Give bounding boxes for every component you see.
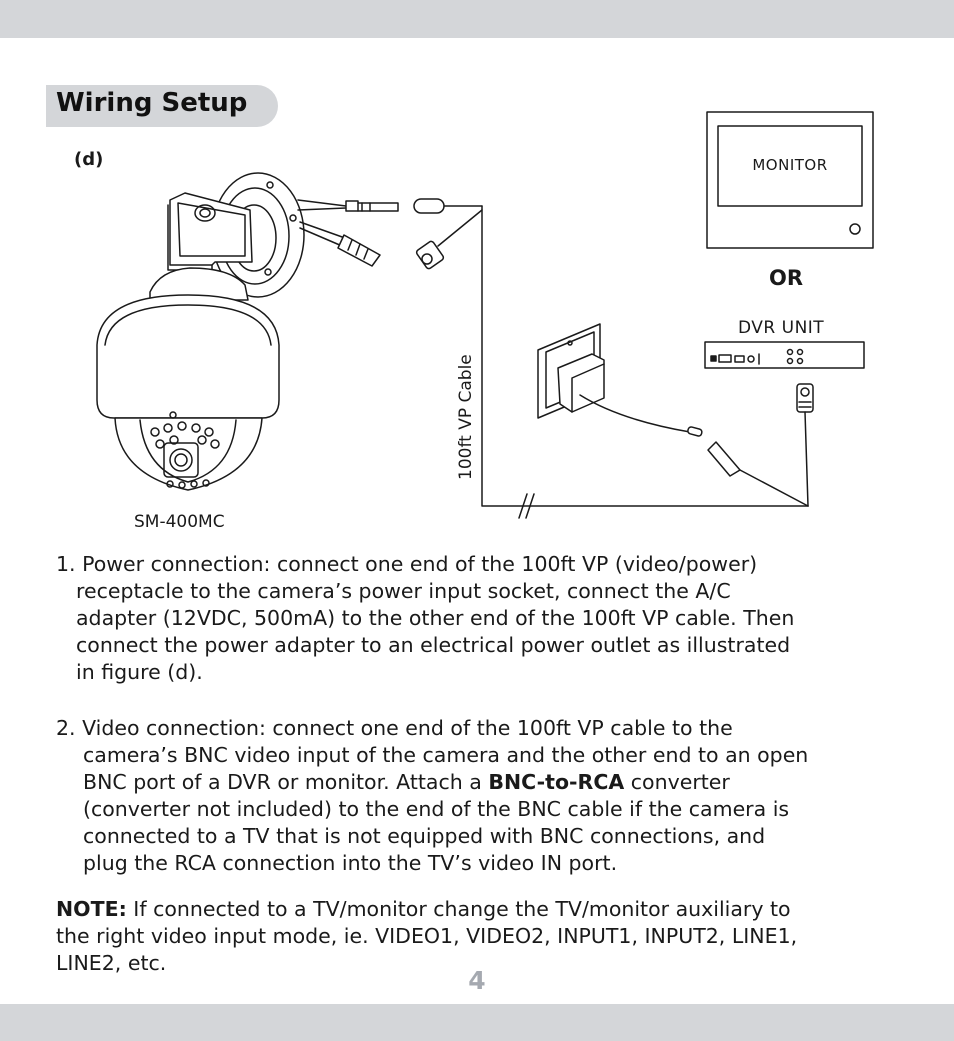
note-paragraph: NOTE: If connected to a TV/monitor chang…	[56, 896, 797, 977]
paragraph-line: LINE2, etc.	[56, 951, 167, 975]
paragraph-line: receptacle to the camera’s power input s…	[76, 579, 731, 603]
or-label: OR	[769, 266, 804, 290]
line-text: converter	[624, 770, 730, 794]
paragraph-line: NOTE: If connected to a TV/monitor chang…	[56, 896, 797, 923]
paragraph-line: 1. Power connection: connect one end of …	[56, 552, 758, 576]
dvr-unit-label: DVR UNIT	[738, 318, 825, 338]
bnc-to-rca-term: BNC-to-RCA	[488, 770, 625, 794]
camera-illustration	[96, 172, 305, 491]
paragraph-line: 2. Video connection: connect one end of …	[56, 716, 733, 740]
paragraph-line: BNC port of a DVR or monitor. Attach a B…	[56, 769, 808, 796]
monitor-label: MONITOR	[752, 156, 828, 174]
line-text: If connected to a TV/monitor change the …	[126, 897, 791, 921]
paragraph-line: in figure (d).	[76, 660, 203, 684]
camera-model-label: SM-400MC	[134, 512, 225, 532]
power-connection-paragraph: 1. Power connection: connect one end of …	[56, 551, 794, 686]
top-band	[0, 0, 954, 38]
paragraph-line: connect the power adapter to an electric…	[76, 633, 791, 657]
paragraph-line: adapter (12VDC, 500mA) to the other end …	[76, 606, 795, 630]
line-text: BNC port of a DVR or monitor. Attach a	[83, 770, 489, 794]
vp-cable-connectors	[413, 198, 483, 270]
paragraph-line: plug the RCA connection into the TV’s vi…	[83, 851, 618, 875]
heading-background	[46, 85, 278, 127]
bottom-band	[0, 1004, 954, 1041]
page-title: Wiring Setup	[56, 88, 248, 118]
monitor-illustration	[706, 111, 874, 249]
paragraph-line: camera’s BNC video input of the camera a…	[83, 743, 809, 767]
power-adapter-illustration	[537, 323, 809, 507]
paragraph-line: connected to a TV that is not equipped w…	[83, 824, 766, 848]
cable-label: 100ft VP Cable	[456, 354, 476, 480]
video-connection-paragraph: 2. Video connection: connect one end of …	[56, 715, 808, 877]
paragraph-line: the right video input mode, ie. VIDEO1, …	[56, 924, 798, 948]
page-number: 4	[468, 966, 486, 995]
note-label: NOTE:	[56, 897, 127, 921]
dvr-unit-illustration	[704, 341, 865, 507]
paragraph-line: (converter not included) to the end of t…	[83, 797, 790, 821]
vp-cable-line	[481, 205, 809, 519]
camera-leads	[297, 199, 399, 267]
figure-label: (d)	[74, 149, 104, 170]
